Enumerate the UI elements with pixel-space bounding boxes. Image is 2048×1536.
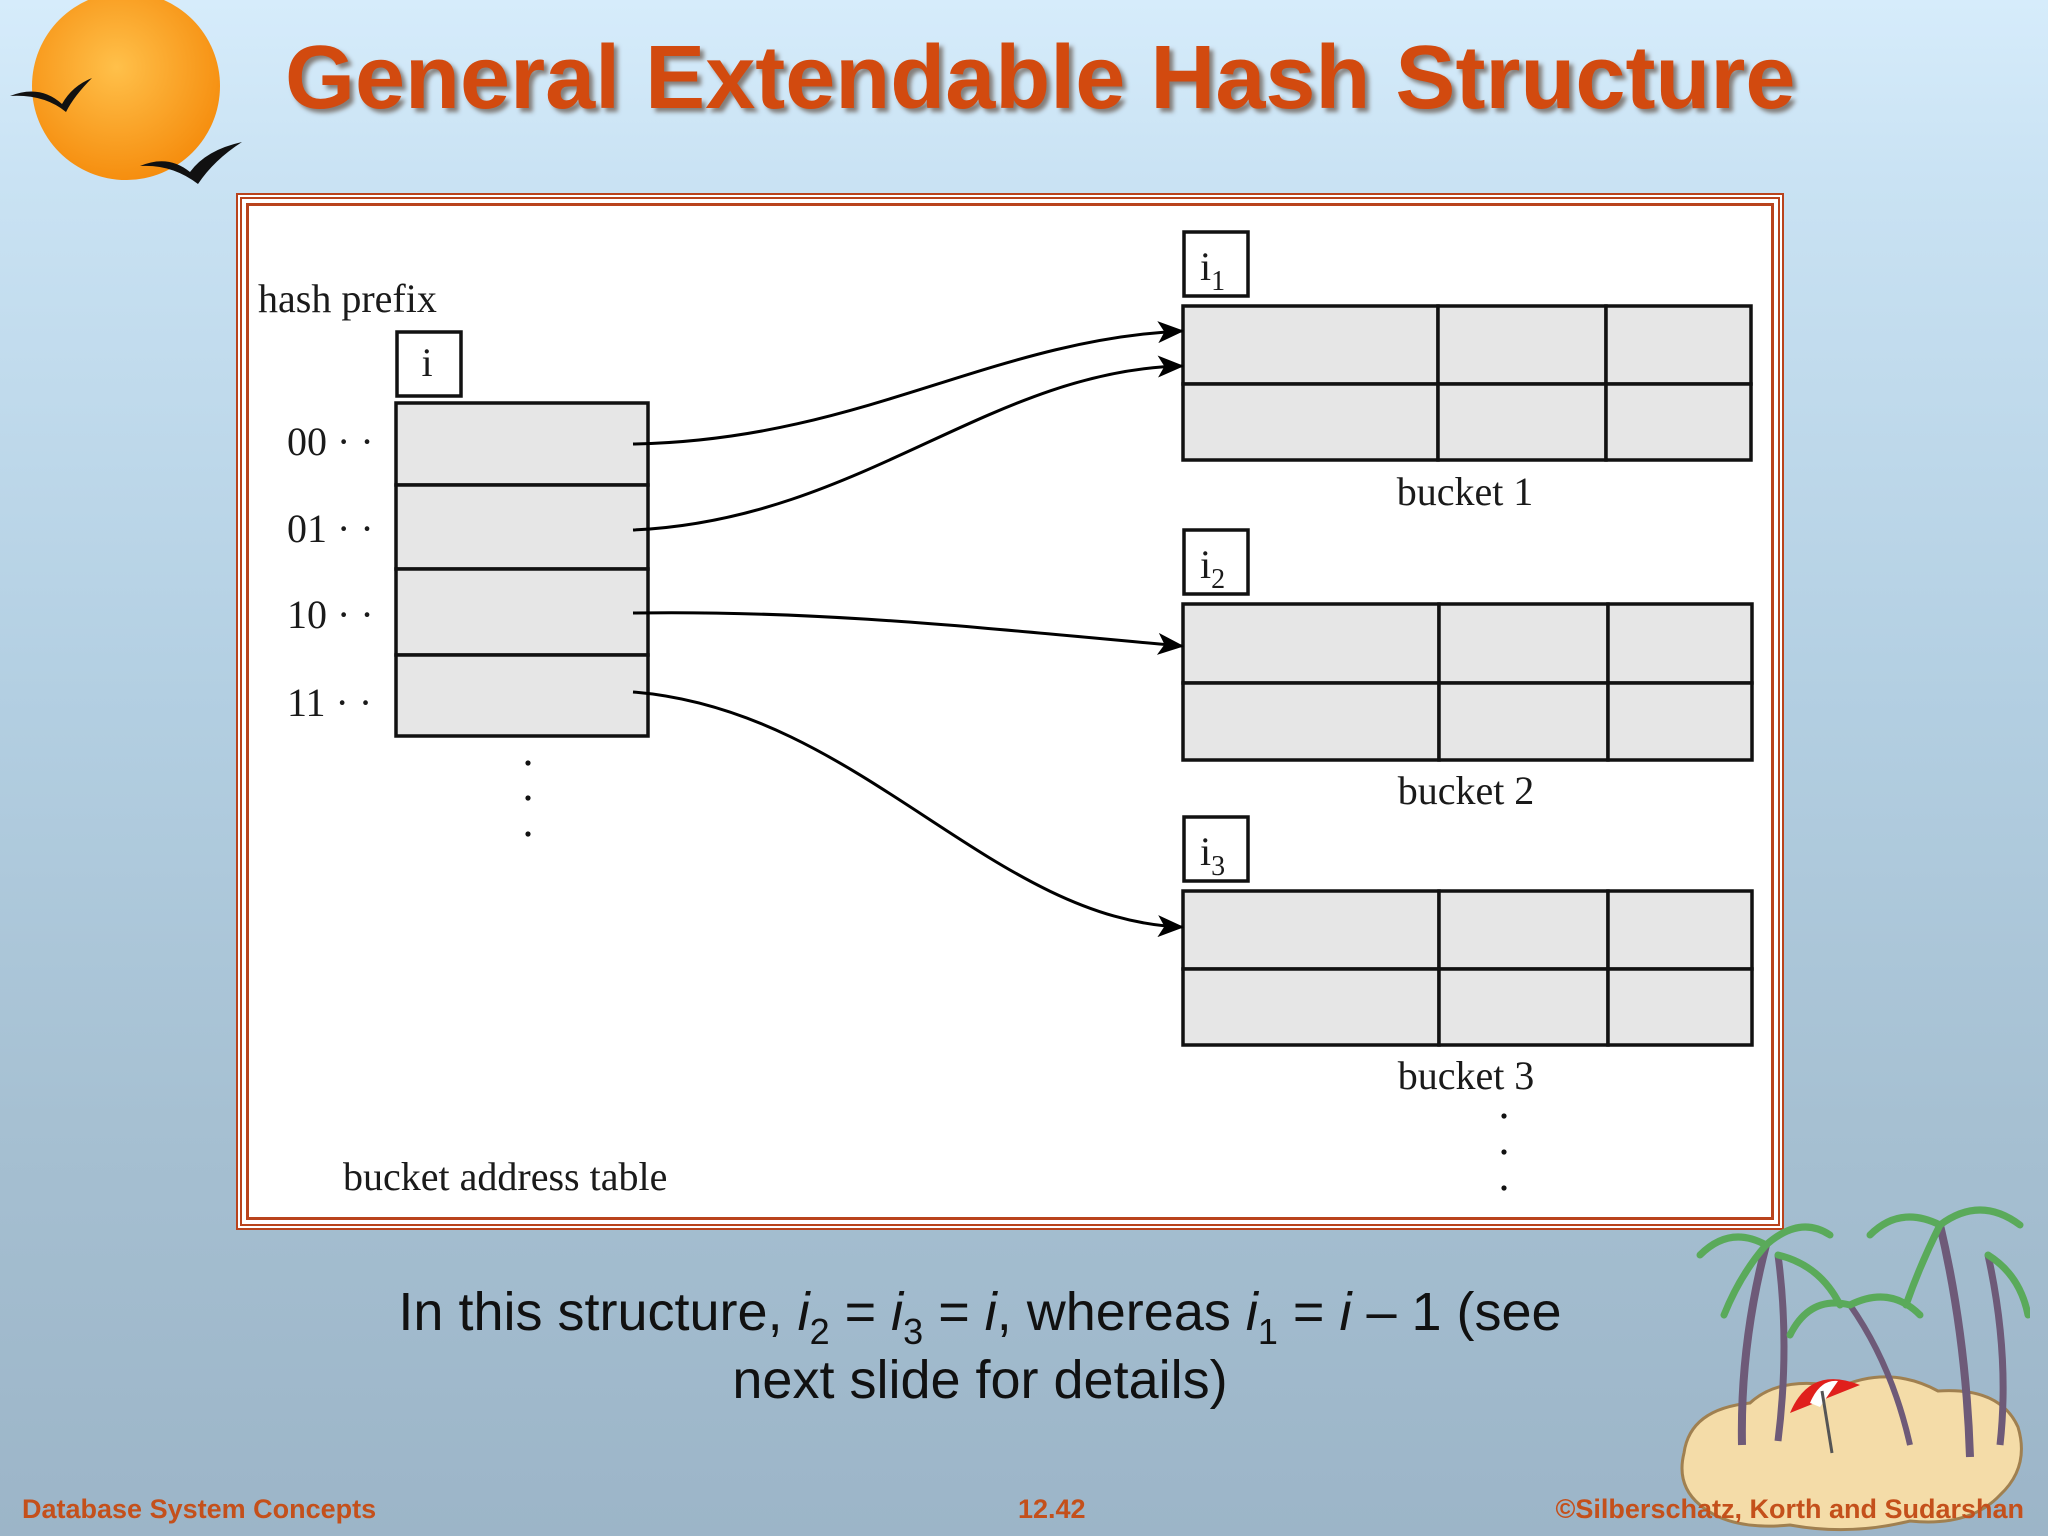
bucket-address-table <box>394 401 650 738</box>
island-sand <box>1680 1375 2023 1532</box>
pointer-arrow-10 <box>632 611 1185 655</box>
continuation-dot <box>525 795 531 801</box>
continuation-dot <box>1501 1185 1507 1191</box>
caption-text: = <box>829 1282 892 1342</box>
bucket-continuation-dots <box>1501 1113 1507 1191</box>
caption-var: i <box>1245 1282 1258 1342</box>
palm-island-clipart <box>1680 1206 2030 1532</box>
slide-title: General Extendable Hash Structure <box>285 28 1796 128</box>
prefix-label: 10 · · <box>287 592 374 637</box>
palm-trunk <box>1774 1254 1788 1442</box>
caption-var: i <box>797 1282 810 1342</box>
bucket-label: bucket 2 <box>1398 768 1535 813</box>
bucket-3: i3 bucket 3 <box>1181 815 1754 1098</box>
pointer-arrow-01 <box>632 355 1185 532</box>
bucket-cell <box>1181 889 1441 971</box>
caption-var: i <box>1339 1282 1352 1342</box>
bucket-cell <box>1436 382 1608 462</box>
pointer-arrow-11 <box>632 690 1185 938</box>
bucket-label: bucket 3 <box>1398 1053 1535 1098</box>
palm-trunk <box>1936 1224 1974 1458</box>
local-depth-label: i1 <box>1200 244 1225 297</box>
pointer-arrow-00 <box>632 321 1185 446</box>
footer-slide-number: 12.42 <box>1018 1494 1086 1524</box>
table-row <box>394 567 650 657</box>
continuation-dot <box>525 760 531 766</box>
global-depth-label: i <box>421 340 432 385</box>
bucket-cell <box>1606 602 1754 685</box>
bucket-cell <box>1437 602 1610 685</box>
bucket-cell <box>1181 382 1440 462</box>
hash-prefix-label: hash prefix <box>258 276 437 321</box>
bucket-cell <box>1604 382 1753 462</box>
beach-umbrella-stripe <box>1810 1380 1838 1407</box>
caption-text: = <box>923 1282 985 1342</box>
palm-trunk <box>1984 1254 2007 1446</box>
umbrella-pole <box>1820 1390 1834 1454</box>
bucket-cell <box>1437 967 1610 1047</box>
caption-text: = <box>1277 1282 1340 1342</box>
table-row <box>394 653 650 738</box>
local-depth-label: i3 <box>1200 829 1225 882</box>
footer-copyright: ©Silberschatz, Korth and Sudarshan <box>1555 1494 2024 1524</box>
table-continuation-dots <box>525 760 531 837</box>
bird-icon <box>140 142 242 184</box>
palm-fronds <box>1696 1206 2030 1339</box>
continuation-dot <box>525 831 531 837</box>
bucket-cell <box>1437 681 1610 762</box>
caption-var: i <box>984 1282 997 1342</box>
prefix-label: 01 · · <box>287 506 374 551</box>
sun-birds-logo <box>10 0 242 184</box>
bucket-cell <box>1181 602 1441 685</box>
caption-text: – 1 (see <box>1351 1282 1562 1342</box>
prefix-label: 00 · · <box>287 419 374 464</box>
global-depth-box <box>395 330 463 398</box>
local-depth-box <box>1182 230 1250 298</box>
table-row <box>394 483 650 571</box>
footer-book-title: Database System Concepts <box>22 1494 377 1524</box>
prefix-label: 11 · · <box>287 680 372 725</box>
caption-var: i <box>891 1282 904 1342</box>
bucket-cell <box>1181 681 1441 762</box>
local-depth-box <box>1182 815 1250 883</box>
caption-text: In this structure, <box>398 1282 798 1342</box>
sun-icon <box>32 0 220 180</box>
continuation-dot <box>1501 1113 1507 1119</box>
bucket-2: i2 bucket 2 <box>1181 528 1754 813</box>
caption-text: , whereas <box>996 1282 1246 1342</box>
bucket-cell <box>1437 889 1610 971</box>
bucket-label: bucket 1 <box>1397 469 1534 514</box>
caption-subscript: 3 <box>903 1311 924 1352</box>
bucket-cell <box>1604 304 1753 386</box>
palm-trunk <box>1737 1243 1770 1446</box>
palm-trunk <box>1847 1303 1913 1446</box>
local-depth-box <box>1182 528 1250 596</box>
continuation-dot <box>1501 1149 1507 1155</box>
local-depth-label: i2 <box>1200 542 1225 595</box>
bucket-cell <box>1181 967 1441 1047</box>
caption-subscript: 2 <box>809 1311 830 1352</box>
bucket-address-table-label: bucket address table <box>343 1154 667 1199</box>
caption-subscript: 1 <box>1257 1311 1278 1352</box>
bird-icon <box>10 78 92 112</box>
bucket-cell <box>1436 304 1608 386</box>
bucket-1: i1 bucket 1 <box>1181 230 1753 514</box>
bucket-cell <box>1181 304 1440 386</box>
bucket-cell <box>1606 967 1754 1047</box>
table-row <box>394 401 650 487</box>
bucket-cell <box>1606 681 1754 762</box>
bucket-cell <box>1606 889 1754 971</box>
caption: In this structure, i2 = i3 = i, whereas … <box>300 1278 1660 1414</box>
caption-text: next slide for details) <box>732 1350 1228 1410</box>
